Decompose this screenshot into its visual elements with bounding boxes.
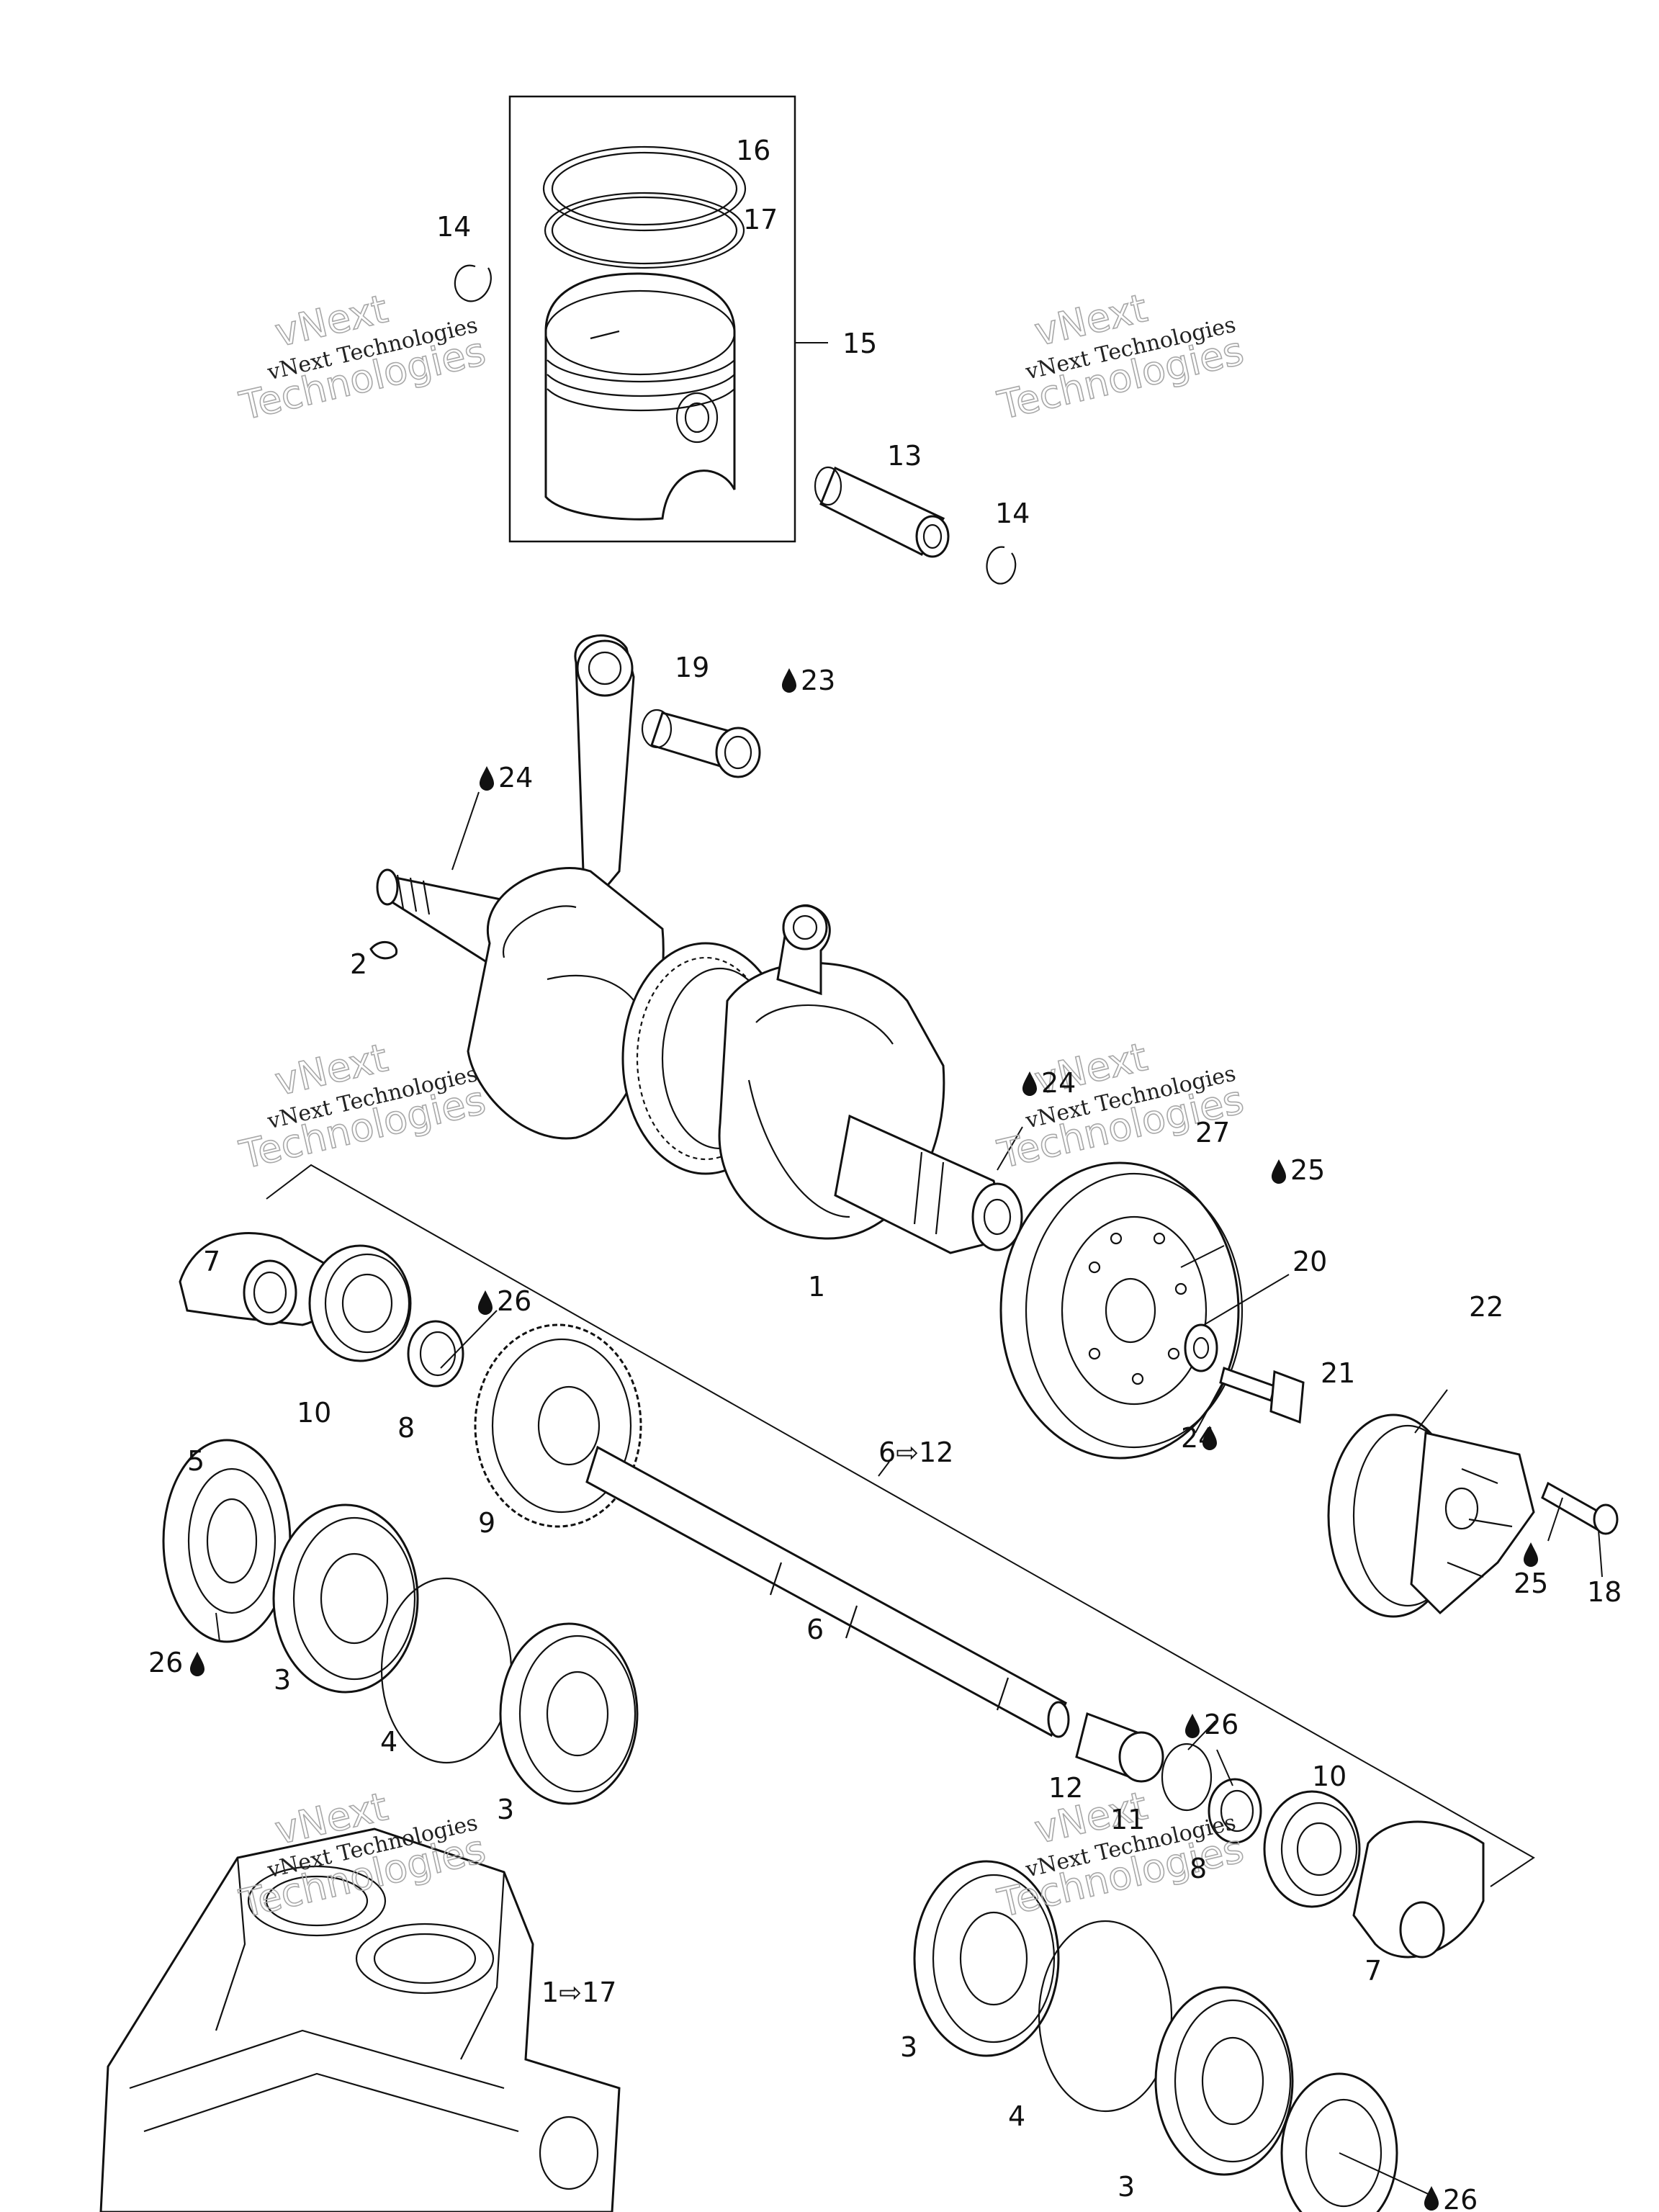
- oil-drop-icon: [478, 1290, 493, 1315]
- callout-label: 3: [1118, 2171, 1135, 2203]
- callout-label: 18: [1587, 1576, 1622, 1608]
- callout-label: 26: [1443, 2184, 1478, 2212]
- watermark-top-left: vNext Technologies vNext Technologies: [235, 285, 490, 429]
- callout-label: 27: [1195, 1117, 1230, 1148]
- ring-4-left: [380, 1577, 513, 1764]
- shaft-group-bracket: [266, 1164, 1535, 1887]
- callout-label: 24: [1181, 1422, 1215, 1454]
- flywheel: [999, 1161, 1244, 1460]
- connecting-rod: [574, 634, 635, 895]
- callout-label: 17: [743, 204, 778, 235]
- callout-label: 8: [397, 1412, 415, 1444]
- oil-drop-icon: [480, 766, 494, 791]
- callout-label: 10: [1312, 1761, 1346, 1792]
- callout-label: 4: [380, 1726, 397, 1758]
- needle-bearing-19: [641, 709, 761, 778]
- callout-label: 4: [1008, 2100, 1025, 2132]
- circlip-14-left: [454, 264, 492, 302]
- roller-bearing-3-lower-right: [1154, 1986, 1294, 2176]
- watermark-top-right: vNext Technologies vNext Technologies: [993, 284, 1249, 429]
- drive-coupling-22: [1327, 1413, 1535, 1618]
- circlip-14-right: [986, 546, 1017, 585]
- callout-labels: 16 17 14 15 13 14 19 23 24 2 24 27 25 7 …: [148, 135, 1622, 2212]
- screw-18: [1541, 1481, 1619, 1535]
- piston-pin: [814, 466, 950, 558]
- callout-label: 2: [350, 948, 367, 980]
- ball-bearing-10-left: [308, 1244, 412, 1362]
- callout-label: 26: [497, 1285, 531, 1317]
- piston-assembly: [454, 95, 1017, 585]
- oil-drop-icon: [1272, 1159, 1286, 1184]
- oil-drop-icon: [782, 668, 796, 693]
- oil-drop-icon: [1202, 1426, 1217, 1450]
- oil-seal-5: [162, 1439, 292, 1643]
- lubricant-drops: [190, 668, 1538, 2211]
- roller-bearing-3-upper-right: [913, 1860, 1060, 2057]
- oil-seal-right: [1280, 2072, 1398, 2212]
- callout-label: 1⇨17: [541, 1977, 616, 2008]
- piston-ring-16: [542, 145, 747, 232]
- callout-label: 3: [900, 2031, 917, 2063]
- oil-drop-icon: [1185, 1714, 1200, 1738]
- callout-label: 14: [995, 498, 1030, 529]
- leader-lines: [215, 791, 1603, 2197]
- balancer-shaft-6: [585, 1445, 1070, 1738]
- watermark-mid-right: vNext Technologies vNext Technologies: [993, 1033, 1249, 1178]
- callout-label: 8: [1190, 1853, 1207, 1884]
- callout-label: 3: [274, 1664, 291, 1696]
- roller-bearing-3-lower-left: [499, 1622, 639, 1805]
- needle-bearing-12: [1075, 1712, 1164, 1783]
- piston-kit-box: [508, 95, 796, 543]
- callout-label: 7: [203, 1246, 220, 1277]
- ring-4-right: [1038, 1920, 1173, 2113]
- engine-block: [99, 1827, 621, 2212]
- roller-bearing-3-upper-left: [272, 1503, 419, 1694]
- crankshaft-assembly: [369, 634, 1023, 1254]
- callout-label: 14: [436, 211, 471, 243]
- crankshaft-right-stub: [834, 1114, 1010, 1254]
- callout-label: 13: [887, 440, 922, 472]
- watermark-mid-left: vNext Technologies vNext Technologies: [235, 1034, 490, 1178]
- callout-label: 22: [1469, 1291, 1503, 1323]
- callout-label: 26: [148, 1647, 183, 1678]
- callout-label: 25: [1290, 1154, 1325, 1186]
- oil-drop-icon: [190, 1652, 204, 1676]
- oil-drop-icon: [1022, 1071, 1037, 1096]
- callout-label: 5: [187, 1445, 204, 1477]
- callout-label: 16: [736, 135, 770, 166]
- seal-8-right: [1208, 1778, 1262, 1844]
- callout-label: 23: [801, 665, 835, 696]
- piston-ring-17: [544, 192, 745, 269]
- callout-label: 7: [1364, 1955, 1382, 1987]
- ring-11: [1161, 1743, 1213, 1812]
- oil-drop-icon: [1524, 1542, 1538, 1567]
- callout-label: 25: [1514, 1568, 1548, 1599]
- callout-label: 6⇨12: [878, 1437, 953, 1468]
- bolt-21: [1219, 1367, 1305, 1424]
- woodruff-key: [369, 940, 398, 960]
- washer-20: [1184, 1323, 1218, 1372]
- callout-label: 24: [498, 762, 533, 793]
- callout-label: 1: [808, 1271, 825, 1303]
- ball-bearing-10-right: [1263, 1790, 1361, 1908]
- callout-label: 19: [675, 652, 709, 683]
- watermark-low-right: vNext Technologies vNext Technologies: [993, 1782, 1249, 1927]
- callout-label: 9: [478, 1507, 495, 1539]
- oil-drop-icon: [1424, 2186, 1439, 2211]
- callout-label: 10: [297, 1397, 331, 1429]
- callout-label: 3: [497, 1794, 514, 1825]
- callout-label: 24: [1041, 1067, 1076, 1099]
- callout-label: 26: [1204, 1709, 1238, 1740]
- callout-label: 20: [1292, 1246, 1327, 1277]
- callout-label: 15: [842, 328, 877, 359]
- callout-label: 21: [1321, 1357, 1355, 1389]
- callout-label: 11: [1110, 1804, 1145, 1835]
- counterweight-7-left: [179, 1232, 336, 1326]
- counterweight-7-right: [1352, 1820, 1485, 1959]
- callout-label: 12: [1048, 1772, 1083, 1804]
- callout-label: 6: [806, 1614, 824, 1645]
